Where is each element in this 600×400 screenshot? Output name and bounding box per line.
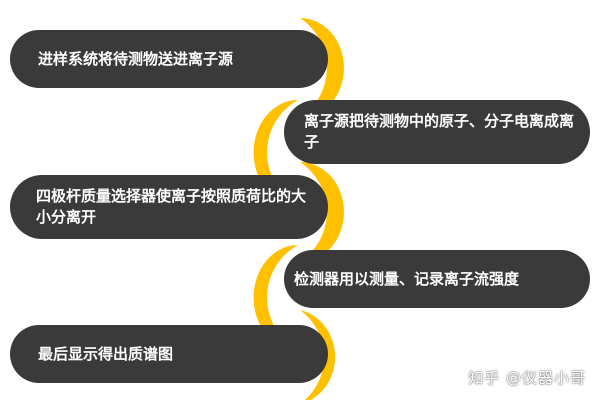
step-label-3: 四极杆质量选择器使离子按照质荷比的大小分离开 [36, 187, 307, 226]
step-label-1: 进样系统将待测物送进离子源 [38, 49, 234, 68]
step-pill-5 [10, 325, 328, 383]
step-label-2: 离子源把待测物中的原子、分子电离成离子 [304, 112, 575, 151]
step-pill-4 [284, 250, 590, 308]
connector-crescent-3 [300, 162, 344, 262]
step-pill-3 [10, 175, 328, 239]
step-pill-1 [10, 30, 328, 88]
connector-crescent-4 [253, 245, 298, 350]
connector-crescent-1 [300, 18, 344, 118]
watermark: 知乎 @仪器小哥 [468, 369, 586, 387]
step-label-5: 最后显示得出质谱图 [38, 344, 174, 363]
connector-crescent-5 [300, 310, 335, 400]
step-label-4: 检测器用以测量、记录离子流强度 [294, 269, 520, 288]
step-pill-2 [284, 100, 590, 164]
